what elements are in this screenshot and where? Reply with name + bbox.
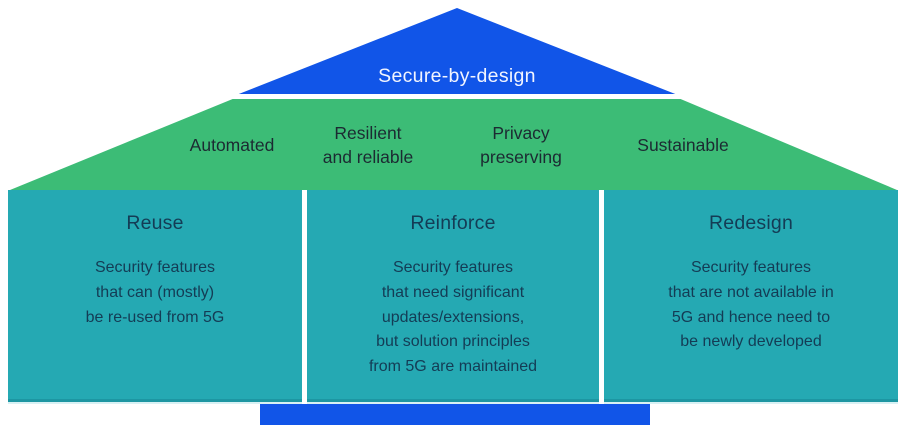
- band-label-sustainable: Sustainable: [637, 134, 729, 155]
- pillar-reinforce: Reinforce Security features that need si…: [307, 190, 599, 402]
- pillar-reinforce-description: Security features that need significant …: [368, 259, 538, 376]
- pillar-reuse-description: Security features that can (mostly) be r…: [85, 259, 225, 326]
- pillar-reinforce-title: Reinforce: [410, 212, 496, 234]
- pillar-reuse: Reuse Security features that can (mostly…: [8, 190, 302, 402]
- band-label-privacy-preserving: Privacy preserving: [480, 122, 562, 168]
- pillar-redesign-title: Redesign: [709, 212, 793, 234]
- pillar-reuse-title: Reuse: [126, 212, 184, 234]
- foundation-bar: [260, 404, 650, 425]
- pillar-redesign: Redesign Security features that are not …: [604, 190, 898, 402]
- band-label-automated: Automated: [189, 134, 275, 155]
- roof-label: Secure-by-design: [378, 65, 536, 87]
- pillar-redesign-description: Security features that are not available…: [668, 259, 834, 351]
- band-label-resilient-and-reliable: Resilient and reliable: [322, 122, 414, 168]
